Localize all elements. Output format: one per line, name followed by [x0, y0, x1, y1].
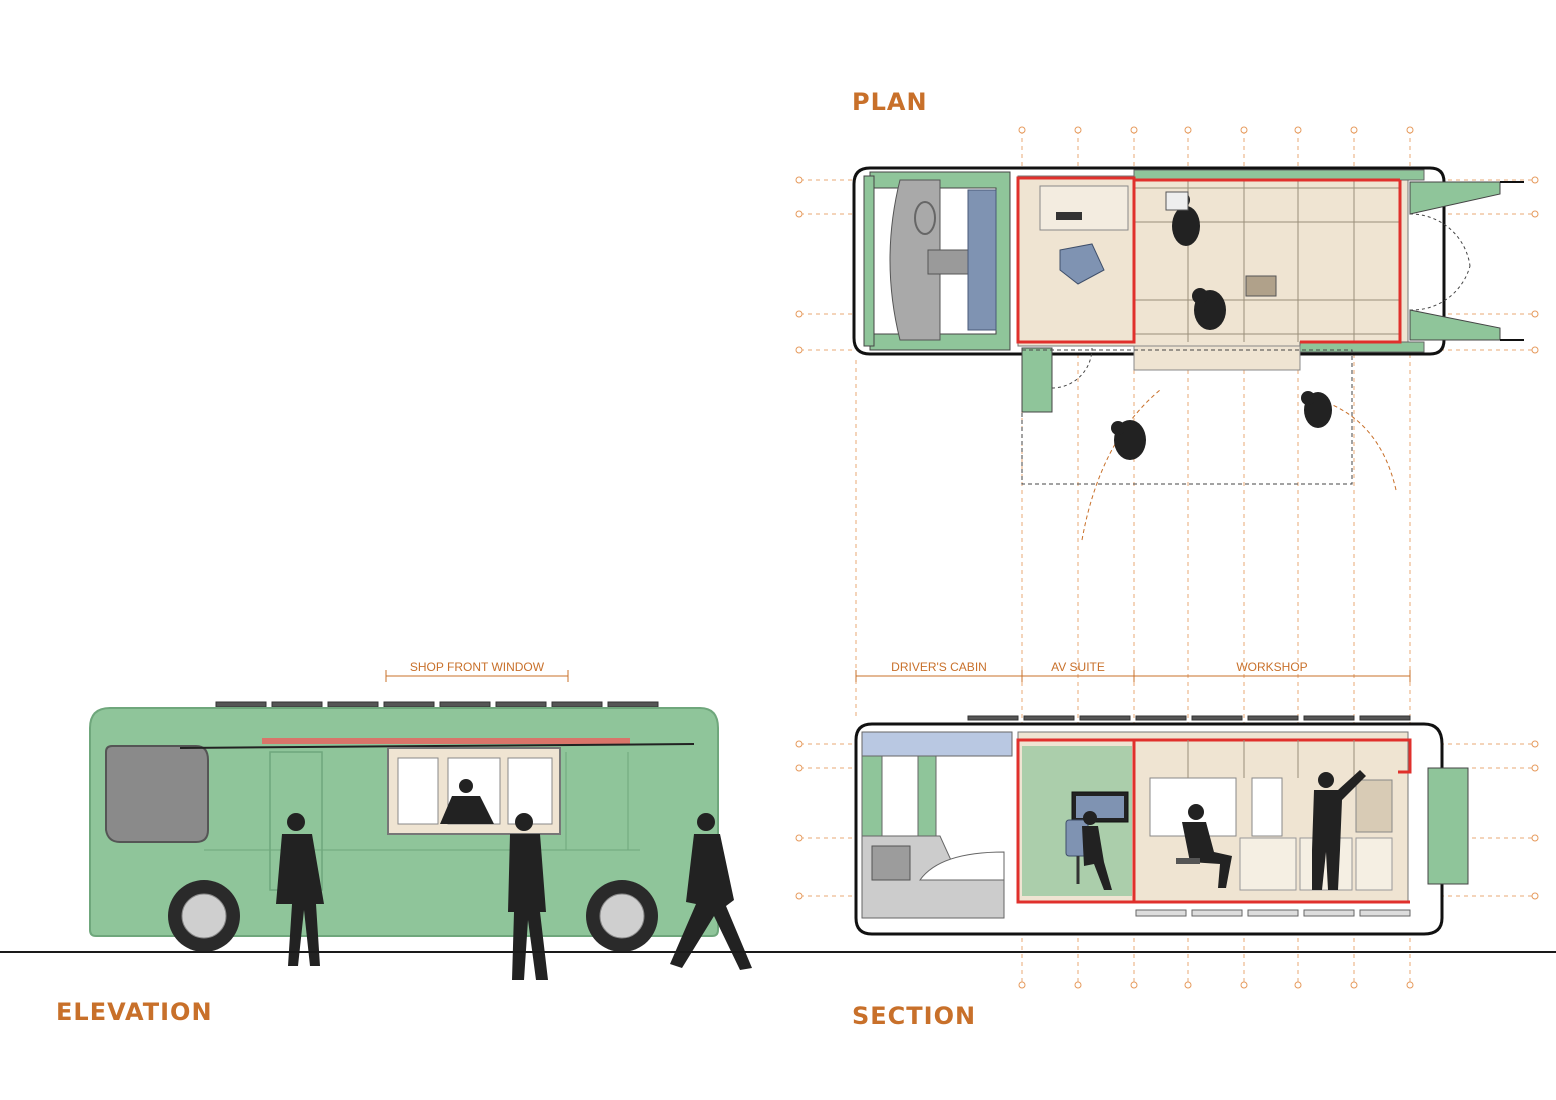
dimension-lines	[385, 670, 1411, 682]
grid-markers	[795, 126, 1539, 989]
section-view	[854, 715, 1469, 936]
elevation-view	[89, 701, 752, 980]
shop-front-window-label: SHOP FRONT WINDOW	[409, 660, 545, 674]
plan-title: PLAN	[852, 88, 928, 116]
section-title: SECTION	[852, 1002, 977, 1030]
elevation-title: ELEVATION	[56, 998, 213, 1026]
plan-view	[852, 166, 1524, 541]
elevation-people	[276, 813, 752, 980]
workshop-label: WORKSHOP	[1236, 660, 1308, 674]
elevation-wheels	[168, 880, 658, 952]
drivers-cabin-label: DRIVER'S CABIN	[891, 660, 987, 674]
